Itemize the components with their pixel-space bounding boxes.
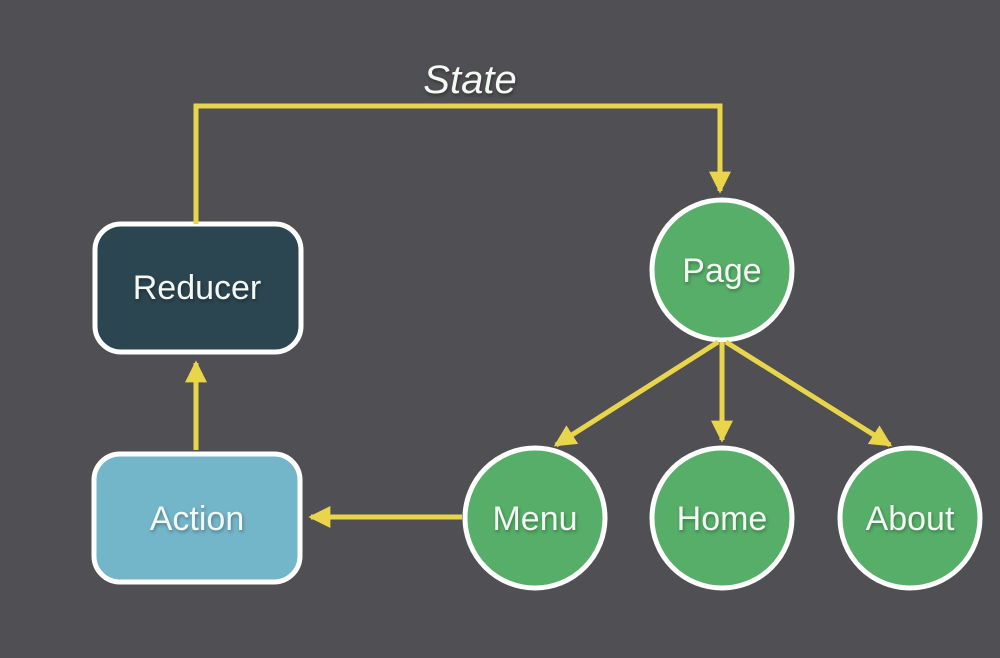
action-node [91, 451, 303, 585]
page-label: Page [682, 252, 761, 290]
action-label: Action [150, 500, 245, 538]
about-label: About [866, 500, 955, 538]
state-edge-label: State [423, 58, 516, 102]
reducer-label: Reducer [133, 269, 262, 307]
home-node [649, 445, 795, 591]
page-node [649, 197, 795, 343]
edge-reducer-to-page [193, 103, 732, 224]
menu-node [462, 445, 608, 591]
about-node [837, 445, 983, 591]
home-label: Home [677, 500, 768, 538]
edge-page-to-menu [553, 339, 720, 448]
edge-page-to-about [724, 339, 893, 448]
menu-label: Menu [492, 500, 577, 538]
